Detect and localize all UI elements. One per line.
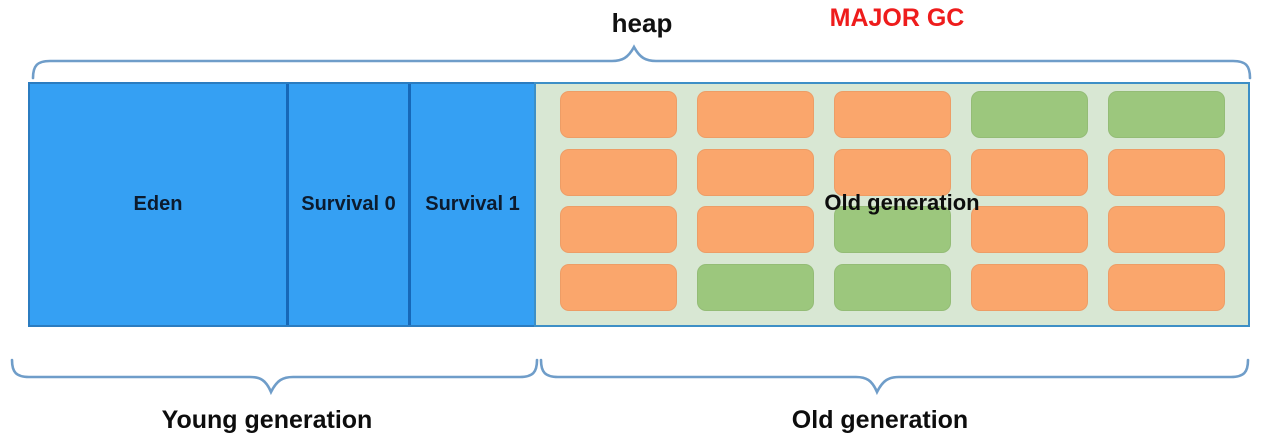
heap-title: heap bbox=[611, 8, 673, 38]
survival-1-section: Survival 1 bbox=[425, 193, 520, 215]
old-generation-region: Old generation bbox=[534, 82, 1250, 327]
memory-block-orange bbox=[971, 263, 1088, 311]
heap-brace bbox=[31, 44, 1252, 80]
memory-block-orange bbox=[560, 91, 677, 138]
young-generation-brace bbox=[10, 358, 539, 396]
young-generation-caption: Young generation bbox=[161, 406, 373, 434]
memory-block-orange bbox=[697, 148, 814, 196]
memory-block-orange bbox=[560, 148, 677, 196]
memory-block-orange bbox=[834, 91, 951, 138]
memory-block-orange bbox=[1108, 263, 1225, 311]
eden-section: Eden bbox=[30, 84, 289, 325]
memory-block-green bbox=[697, 263, 814, 311]
old-generation-brace bbox=[539, 358, 1250, 396]
memory-block-orange bbox=[560, 206, 677, 254]
memory-block-green bbox=[971, 91, 1088, 138]
old-generation-grid bbox=[536, 84, 1248, 325]
memory-block-orange bbox=[697, 91, 814, 138]
old-generation-overlay-label: Old generation bbox=[824, 190, 980, 215]
memory-block-orange bbox=[971, 148, 1088, 196]
heap-box: Eden Survival 0 Survival 1 Old generatio… bbox=[28, 82, 1250, 327]
memory-block-orange bbox=[971, 206, 1088, 254]
memory-block-orange bbox=[834, 148, 951, 196]
young-generation-region: Eden Survival 0 Survival 1 bbox=[28, 82, 534, 327]
memory-block-green bbox=[834, 206, 951, 254]
memory-block-orange bbox=[1108, 206, 1225, 254]
memory-block-orange bbox=[697, 206, 814, 254]
major-gc-title: MAJOR GC bbox=[829, 4, 965, 32]
old-generation-caption: Old generation bbox=[791, 406, 969, 434]
memory-block-orange bbox=[1108, 148, 1225, 196]
memory-block-green bbox=[834, 263, 951, 311]
memory-block-green bbox=[1108, 91, 1225, 138]
survival-0-section: Survival 0 bbox=[289, 84, 411, 325]
memory-block-orange bbox=[560, 263, 677, 311]
